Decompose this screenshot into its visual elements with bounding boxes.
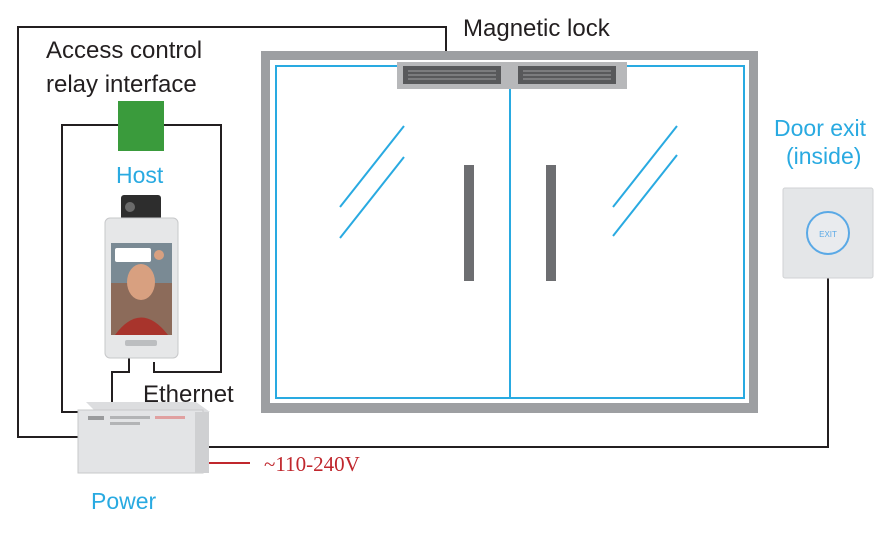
relay-interface-label-line1: Access control [46,37,203,64]
svg-text:EXIT: EXIT [819,230,837,239]
relay-interface-label-line2: relay interface [46,71,197,98]
door-exit-label-line1: Door exit [774,115,867,141]
relay-interface-icon [118,101,164,151]
magnetic-lock-label: Magnetic lock [463,15,610,42]
door-handle-left [464,165,474,281]
door [261,51,758,413]
power-supply-icon [77,402,210,474]
door-exit-label-line2: (inside) [786,143,862,169]
exit-button-icon: EXIT [782,187,874,279]
ethernet-label: Ethernet [143,381,234,408]
voltage-label: ~110-240V [264,452,360,476]
door-leaf-left [275,65,511,399]
magnetic-lock-icon [397,62,627,89]
wiring [17,26,829,448]
face-terminal-icon [104,195,179,359]
host-label: Host [116,162,164,188]
power-label: Power [91,488,157,514]
door-handle-right [546,165,556,281]
door-leaf-right [509,65,745,399]
relay-wire-right [153,124,222,373]
terminal-power-wire [111,358,130,412]
lock-wire [17,26,447,438]
relay-wire-left [61,124,118,413]
exit-wire [203,278,829,448]
